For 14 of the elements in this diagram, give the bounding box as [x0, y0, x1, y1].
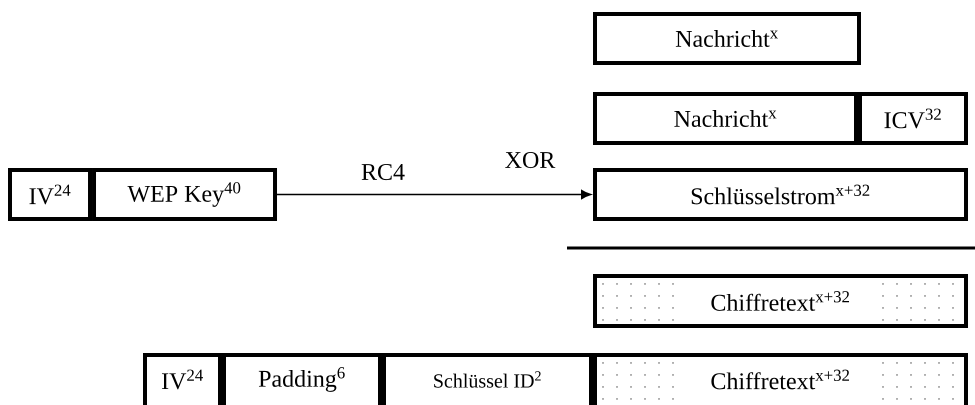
iv-field: IV$^{24}$: [8, 168, 92, 222]
message-field: Nachricht$^{x}$: [593, 92, 858, 145]
arrow: [277, 190, 592, 200]
keystream-box: Schlüsselstrom$^{x+32}$: [593, 168, 968, 222]
iv-field: IV$^{24}$: [143, 353, 222, 405]
padding-field: Padding$^{6}$: [222, 353, 382, 405]
ciphertext-field: Chiffretext$^{x+32}$: [593, 353, 968, 405]
icv-field: ICV$^{32}$: [858, 92, 968, 145]
key-id-field: Schlüssel ID$^{2}$: [382, 353, 593, 405]
edge-label: RC4: [362, 164, 405, 180]
ciphertext-box: Chiffretext$^{x+32}$: [593, 274, 968, 328]
key-field: WEP Key$^{40}$: [92, 168, 278, 222]
message-box: Nachricht$^{x}$: [593, 12, 861, 66]
operation-label: XOR: [505, 152, 556, 168]
